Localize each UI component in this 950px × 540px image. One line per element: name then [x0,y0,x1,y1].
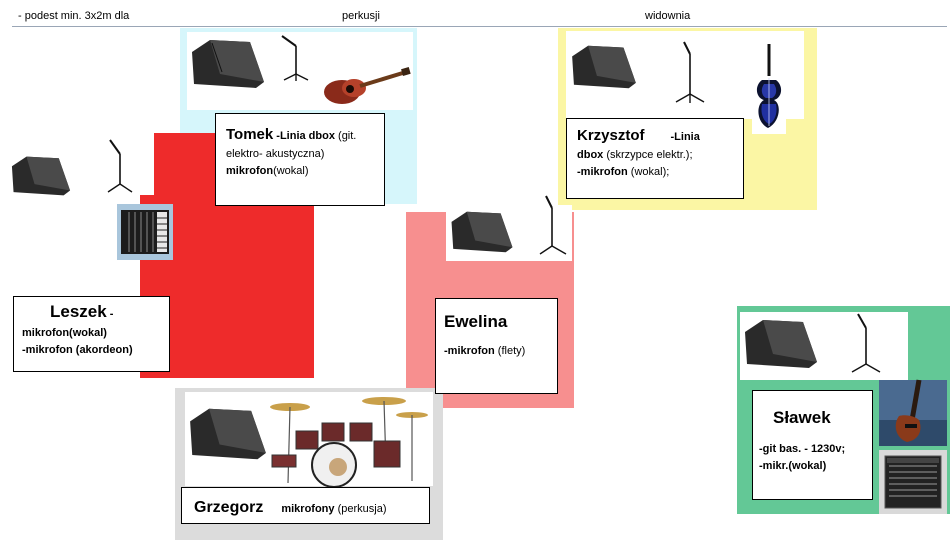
krzysztof-name: Krzysztof [577,127,645,144]
grzegorz-label-box: Grzegorz mikrofony (perkusja) [181,487,430,524]
krzysztof-line3-bold: -mikrofon [577,166,628,179]
acoustic-guitar-icon [320,66,412,108]
tomek-line3-rest: (wokal) [273,165,309,178]
krzysztof-line2-bold: dbox [577,149,604,162]
mic-stand-icon [675,41,705,103]
krzysztof-line3-rest: (wokal); [627,166,670,179]
leszek-label-box: Leszek - mikrofon(wokal) -mikrofon (akor… [13,296,170,372]
ewelina-name: Ewelina [444,312,508,331]
grzegorz-line-bold: mikrofony [281,503,335,515]
ewelina-line2-bold: -mikrofon [444,345,495,358]
leszek-name-suffix: - [106,308,114,320]
tomek-line2: elektro- akustyczna) [226,148,325,161]
monitor-icon [11,156,71,196]
leszek-line2: mikrofon(wokal) [22,327,107,340]
grzegorz-name: Grzegorz [194,499,264,516]
electric-violin-icon [752,42,786,134]
bass-amp-icon [879,450,947,514]
monitor-icon [745,320,817,368]
slawek-name: Sławek [773,408,831,427]
mic-stand-icon [107,139,133,193]
tomek-line1-rest: (git. [334,130,357,142]
grzegorz-line-rest: (perkusja) [334,503,387,515]
mic-stand-icon [281,35,309,81]
accordion-icon [117,204,173,260]
monitor-icon [190,408,266,460]
header-audience: widownia [645,10,691,22]
monitor-icon [572,45,636,89]
monitor-icon [451,211,513,253]
drum-kit-icon [270,397,428,488]
krzysztof-line2-rest: (skrzypce elektr.); [603,149,693,162]
slawek-label-box: Sławek -git bas. - 1230v; -mikr.(wokal) [752,390,873,500]
bass-guitar-icon [879,379,947,446]
mic-stand-icon [851,313,881,373]
tomek-name: Tomek [226,126,274,143]
tomek-label-box: Tomek -Linia dbox (git. elektro- akustyc… [215,113,385,206]
ewelina-label-box: Ewelina -mikrofon (flety) [435,298,558,394]
header-perkusji: perkusji [342,10,380,22]
monitor-icon [192,40,264,88]
leszek-line3: -mikrofon (akordeon) [22,344,133,357]
slawek-line3: -mikr.(wokal) [759,460,827,473]
header-note: - podest min. 3x2m dla [18,10,130,22]
tomek-line3-bold: mikrofon [226,165,274,178]
ewelina-line2-rest: (flety) [494,345,526,358]
leszek-name: Leszek [50,302,107,321]
mic-stand-icon [539,195,567,255]
krzysztof-name-suffix: -Linia [670,131,700,143]
stage-edge-line [12,26,947,27]
tomek-line1-bold: -Linia dbox [276,130,335,142]
slawek-line2: -git bas. - 1230v; [759,443,846,456]
krzysztof-label-box: Krzysztof -Linia dbox (skrzypce elektr.);… [566,118,744,199]
